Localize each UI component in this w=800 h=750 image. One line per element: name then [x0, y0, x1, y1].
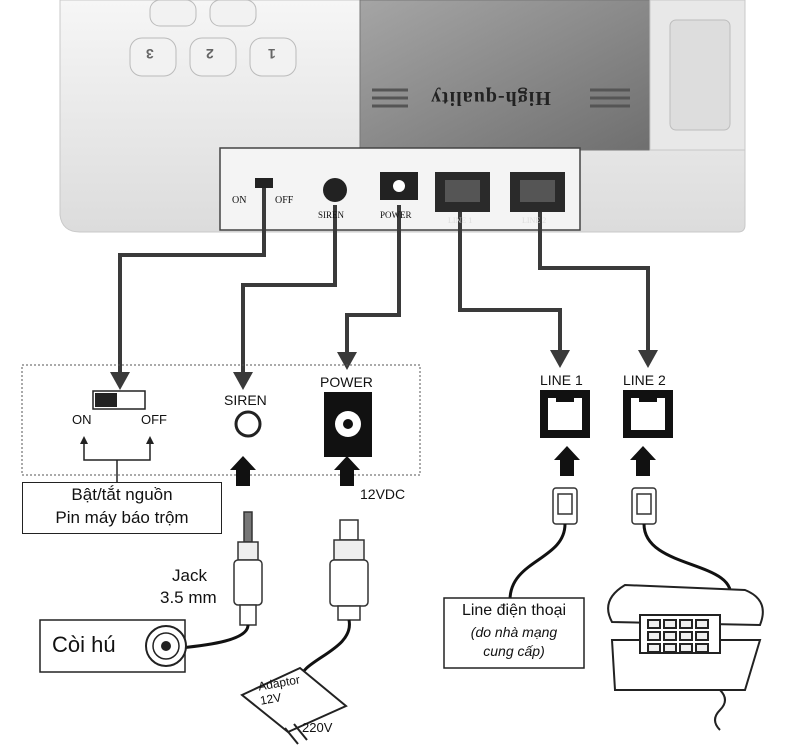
adaptor-icon [240, 666, 348, 745]
power-jack-icon [324, 392, 372, 457]
key-3[interactable]: 3 [146, 46, 154, 62]
panel-siren-jack [323, 178, 347, 202]
switch-on-label: ON [72, 412, 92, 427]
phone-line-sub1: (do nhà mạng [470, 624, 558, 640]
connector-arrowheads [110, 350, 658, 390]
switch-off-label: OFF [141, 412, 167, 427]
voltage-label: 12VDC [360, 486, 406, 502]
power-label: POWER [320, 374, 373, 390]
rj11-plug-left [552, 487, 578, 525]
panel-line2-label: LINE 2 [522, 216, 547, 225]
telephone-icon [607, 583, 764, 731]
keypad [129, 0, 297, 77]
connector-lines [118, 188, 650, 378]
key-2[interactable]: 2 [206, 46, 214, 62]
alarm-device [59, 0, 746, 233]
line1-port-icon [540, 390, 590, 438]
panel-on-label: ON [232, 195, 247, 206]
callout-line-1: Bật/tắt nguồn [71, 485, 173, 504]
siren-label: SIREN [224, 392, 267, 408]
siren-device-label: Còi hú [52, 632, 116, 657]
jack-label: Jack [172, 566, 207, 585]
insert-arrows [230, 446, 656, 486]
panel-line1-label: LINE 1 [448, 216, 473, 225]
panel-siren-label: SIREN [318, 210, 345, 220]
panel-power-label: POWER [380, 210, 412, 220]
audio-jack-plug [233, 511, 263, 626]
callout-line-2: Pin máy báo trộm [55, 508, 189, 527]
rj11-plug-right [631, 487, 657, 525]
jack-size-label: 3.5 mm [160, 588, 217, 607]
line2-port-icon [623, 390, 673, 438]
phone-line-sub2: cung cấp) [483, 643, 545, 659]
siren-jack-icon [234, 410, 262, 438]
phone-line-title: Line điện thoại [461, 602, 567, 619]
power-switch-icon [92, 390, 146, 410]
dc-plug [329, 519, 369, 621]
siren-horn-icon [145, 625, 187, 667]
brand-text: High-quality [430, 87, 551, 109]
phone-line-text: Line điện thoại (do nhà mạng cung cấp) [444, 600, 584, 660]
power-switch-callout: Bật/tắt nguồn Pin máy báo trộm [22, 482, 222, 534]
key-1[interactable]: 1 [268, 46, 276, 62]
line1-label: LINE 1 [540, 372, 583, 388]
line2-label: LINE 2 [623, 372, 666, 388]
phone-line-box [443, 597, 585, 669]
port-legend-box [21, 364, 421, 476]
mains-label: 220V [302, 720, 333, 735]
panel-switch [255, 178, 273, 188]
panel-off-label: OFF [275, 195, 294, 206]
